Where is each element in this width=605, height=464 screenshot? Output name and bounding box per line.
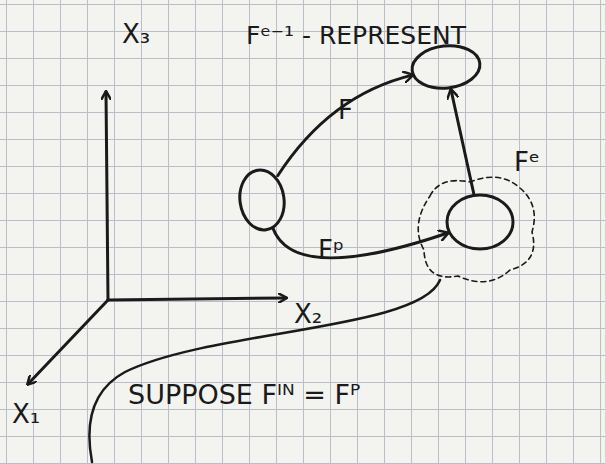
note-text: Fᵉ⁻¹ - REPRESENT	[246, 22, 466, 50]
mapping-arrow	[451, 90, 474, 194]
ellipse-body	[238, 168, 286, 232]
axis-label: X₃	[122, 20, 150, 49]
x3-axis	[106, 92, 108, 300]
mapping-arrow	[273, 228, 448, 257]
ellipse-body	[410, 44, 482, 90]
edge-label: F	[338, 96, 353, 125]
x1-axis	[28, 300, 108, 384]
ellipse-body	[445, 193, 515, 251]
dashed-region	[418, 177, 534, 282]
note-text: SUPPOSE Fᴵᴺ = Fᴾ	[128, 380, 360, 410]
edge-label: Fᵖ	[318, 236, 344, 265]
mapping-arrow	[278, 75, 413, 176]
x2-axis	[108, 298, 286, 300]
axis-label: X₂	[294, 300, 322, 329]
leader-curve	[89, 280, 440, 462]
axis-label: X₁	[12, 400, 40, 429]
edge-label: Fᵉ	[514, 148, 540, 177]
